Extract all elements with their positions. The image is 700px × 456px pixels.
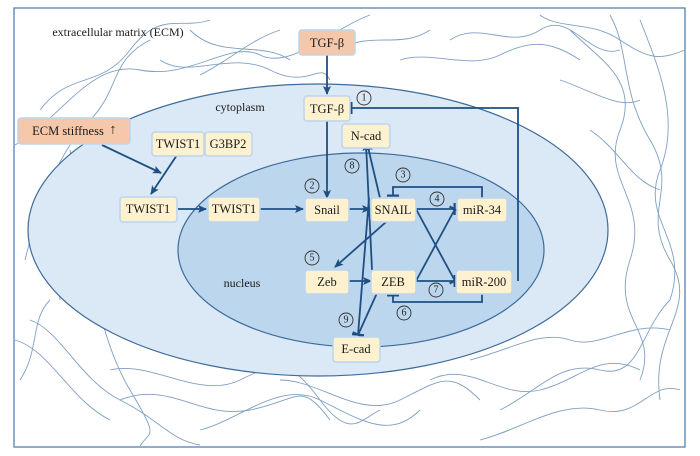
svg-text:TGF-β: TGF-β [310,102,344,116]
svg-text:4: 4 [435,194,440,205]
step-7: 7 [428,282,444,298]
svg-text:ZEB: ZEB [381,275,405,289]
svg-text:SNAIL: SNAIL [375,203,412,217]
node-ecad[interactable]: E-cad [332,336,381,363]
svg-text:N-cad: N-cad [351,129,382,143]
step-1: 1 [356,90,372,106]
edges [101,55,519,339]
step-2: 2 [304,178,320,194]
step-6: 6 [396,305,412,321]
svg-text:7: 7 [434,285,439,296]
cytoplasm-label: cytoplasm [215,100,265,114]
svg-text:3: 3 [401,170,406,181]
node-tgfb-cytoplasm[interactable]: TGF-β [303,95,351,122]
node-mir200[interactable]: miR-200 [455,269,513,295]
node-tgfb-external[interactable]: TGF-β [298,29,356,56]
node-twist1-complex[interactable]: TWIST1 [151,131,205,157]
svg-text:TGF-β: TGF-β [310,36,344,50]
node-ecm-stiffness[interactable]: ECM stiffness ↑ [17,117,131,145]
svg-text:2: 2 [310,181,315,192]
svg-text:1: 1 [362,93,367,104]
edge-mir200-inhibits-tgfb [350,102,519,281]
svg-text:miR-200: miR-200 [462,275,506,289]
nucleus-label: nucleus [224,276,261,290]
svg-text:6: 6 [402,308,407,319]
svg-text:Snail: Snail [314,203,340,217]
step-8: 8 [344,158,360,174]
edge-zeb-inhibits-mir34 [415,205,461,282]
svg-text:G3BP2: G3BP2 [210,137,247,151]
ecm-label: extracellular matrix (ECM) [52,25,183,39]
edge-snail-to-ncad [364,142,381,199]
edge-twist1g3bp2-to-twist1 [150,154,178,195]
svg-text:8: 8 [350,161,355,172]
step-3: 3 [395,167,411,183]
edge-stiffness-to-twist1 [101,144,162,174]
edge-zeb-inhibits-ecad [352,292,378,339]
svg-text:Zeb: Zeb [317,275,336,289]
step-9: 9 [338,312,354,328]
svg-text:E-cad: E-cad [341,342,371,356]
svg-text:5: 5 [310,253,315,264]
svg-text:miR-34: miR-34 [463,203,502,217]
edge-mir34-inhibits-snail [387,186,483,198]
edge-mir200-inhibits-zeb [387,293,483,303]
node-twist1-nucleus[interactable]: TWIST1 [207,196,261,223]
node-g3bp2[interactable]: G3BP2 [204,131,253,157]
svg-text:TWIST1: TWIST1 [126,202,170,216]
node-snail-protein[interactable]: SNAIL [370,197,417,223]
edge-snail-inhibits-ecad [351,197,370,337]
edge-snail-to-zeb [334,221,387,268]
node-mir34[interactable]: miR-34 [456,197,508,223]
node-ncad[interactable]: N-cad [341,123,391,149]
node-snail[interactable]: Snail [304,197,350,223]
svg-text:TWIST1: TWIST1 [156,137,200,151]
node-zeb-protein[interactable]: ZEB [370,269,417,295]
nucleus-region [177,152,545,348]
node-twist1-cytoplasm[interactable]: TWIST1 [119,196,178,223]
node-zeb[interactable]: Zeb [304,269,350,295]
step-4: 4 [429,191,445,207]
svg-text:ECM stiffness: ECM stiffness [32,124,104,138]
step-5: 5 [304,250,320,266]
arrow-up-icon: ↑ [110,123,117,138]
svg-text:9: 9 [344,315,349,326]
svg-text:TWIST1: TWIST1 [212,202,256,216]
